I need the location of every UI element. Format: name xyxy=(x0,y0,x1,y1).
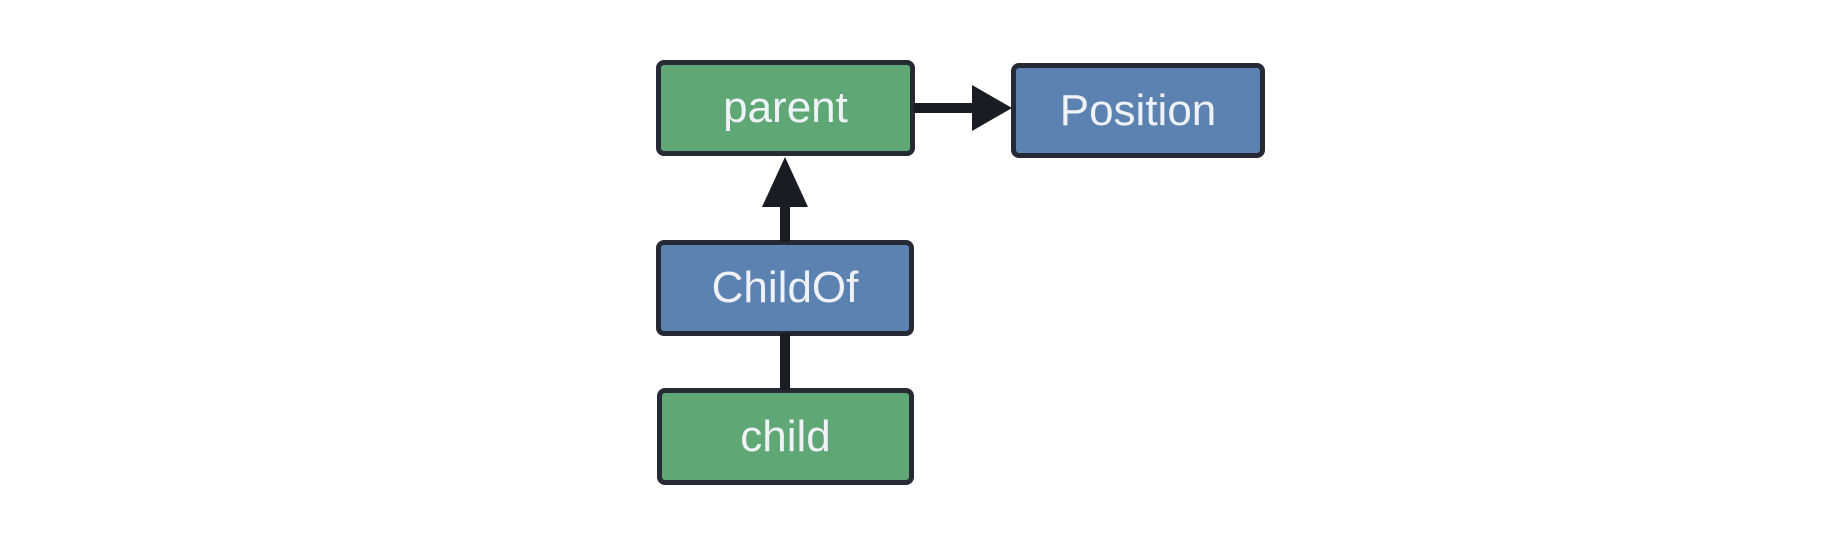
node-childof-label: ChildOf xyxy=(711,263,859,312)
node-parent-label: parent xyxy=(723,83,848,132)
node-child-label: child xyxy=(740,411,831,461)
edge-child-childof-line xyxy=(780,333,790,390)
arrowhead-up-icon xyxy=(762,157,808,207)
edge-parent-position-line xyxy=(914,103,976,113)
node-childof: ChildOf xyxy=(656,240,914,336)
arrowhead-right-icon xyxy=(972,85,1012,131)
node-position: Position xyxy=(1011,63,1265,158)
node-parent: parent xyxy=(656,60,915,156)
edge-childof-parent-line xyxy=(780,204,790,242)
node-position-label: Position xyxy=(1059,85,1217,135)
node-child: child xyxy=(657,388,914,485)
